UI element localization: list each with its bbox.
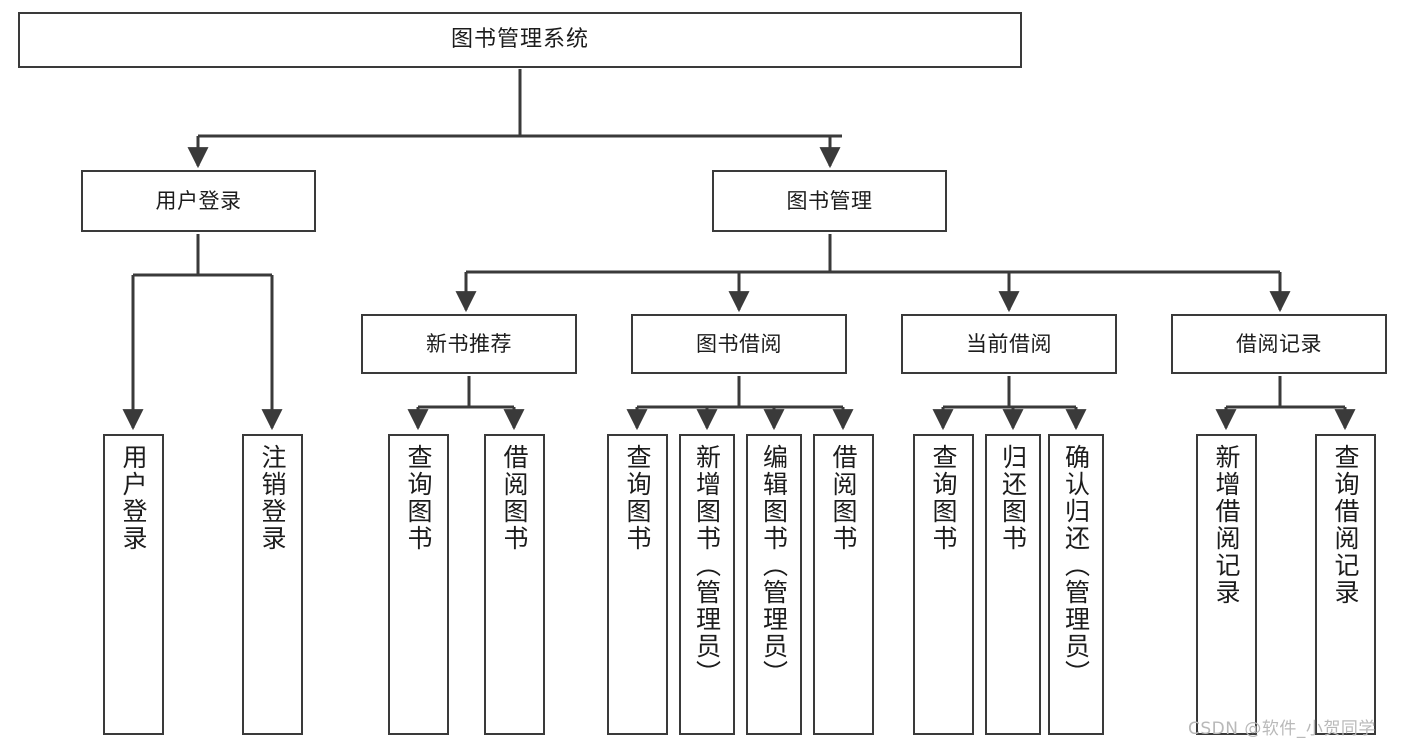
node-leaf-query-book-3-label: 查询图书 bbox=[929, 444, 958, 552]
node-leaf-query-book-1-label: 查询图书 bbox=[404, 444, 433, 552]
node-leaf-edit-book[interactable]: 编辑图书（管理员） bbox=[746, 434, 802, 735]
node-leaf-confirm-return-label: 确认归还（管理员） bbox=[1061, 444, 1091, 687]
node-root[interactable]: 图书管理系统 bbox=[18, 12, 1022, 68]
node-user-login-label: 用户登录 bbox=[155, 188, 242, 213]
node-leaf-return-book-label: 归还图书 bbox=[998, 444, 1028, 552]
node-current-borrow[interactable]: 当前借阅 bbox=[901, 314, 1117, 374]
node-leaf-logout[interactable]: 注销登录 bbox=[242, 434, 303, 735]
node-leaf-query-book-2-label: 查询图书 bbox=[623, 444, 652, 552]
csdn-watermark: CSDN @软件_小贺同学 bbox=[1188, 719, 1376, 739]
node-leaf-user-login-label: 用户登录 bbox=[119, 444, 148, 552]
node-leaf-borrow-book-1-label: 借阅图书 bbox=[500, 444, 529, 552]
node-book-management-label: 图书管理 bbox=[786, 188, 873, 213]
node-leaf-add-record[interactable]: 新增借阅记录 bbox=[1196, 434, 1257, 735]
node-new-book-recommend[interactable]: 新书推荐 bbox=[361, 314, 577, 374]
node-leaf-edit-book-label: 编辑图书（管理员） bbox=[759, 444, 789, 687]
node-leaf-borrow-book-2[interactable]: 借阅图书 bbox=[813, 434, 874, 735]
node-borrow-record-label: 借阅记录 bbox=[1236, 331, 1322, 356]
node-leaf-return-book[interactable]: 归还图书 bbox=[985, 434, 1041, 735]
node-leaf-logout-label: 注销登录 bbox=[258, 444, 287, 552]
node-current-borrow-label: 当前借阅 bbox=[966, 331, 1052, 356]
node-borrow-record[interactable]: 借阅记录 bbox=[1171, 314, 1387, 374]
node-leaf-query-book-3[interactable]: 查询图书 bbox=[913, 434, 974, 735]
node-leaf-add-book[interactable]: 新增图书（管理员） bbox=[679, 434, 735, 735]
node-leaf-query-book-2[interactable]: 查询图书 bbox=[607, 434, 668, 735]
node-user-login[interactable]: 用户登录 bbox=[81, 170, 316, 232]
node-leaf-borrow-book-2-label: 借阅图书 bbox=[829, 444, 858, 552]
node-leaf-borrow-book-1[interactable]: 借阅图书 bbox=[484, 434, 545, 735]
node-root-label: 图书管理系统 bbox=[450, 27, 589, 53]
node-book-management[interactable]: 图书管理 bbox=[712, 170, 947, 232]
node-leaf-query-record[interactable]: 查询借阅记录 bbox=[1315, 434, 1376, 735]
node-book-borrow[interactable]: 图书借阅 bbox=[631, 314, 847, 374]
node-leaf-add-book-label: 新增图书（管理员） bbox=[692, 444, 722, 687]
node-leaf-add-record-label: 新增借阅记录 bbox=[1212, 444, 1241, 606]
node-leaf-user-login[interactable]: 用户登录 bbox=[103, 434, 164, 735]
node-leaf-query-book-1[interactable]: 查询图书 bbox=[388, 434, 449, 735]
node-leaf-confirm-return[interactable]: 确认归还（管理员） bbox=[1048, 434, 1104, 735]
node-book-borrow-label: 图书借阅 bbox=[696, 331, 782, 356]
node-new-book-recommend-label: 新书推荐 bbox=[426, 331, 512, 356]
node-leaf-query-record-label: 查询借阅记录 bbox=[1331, 444, 1360, 606]
